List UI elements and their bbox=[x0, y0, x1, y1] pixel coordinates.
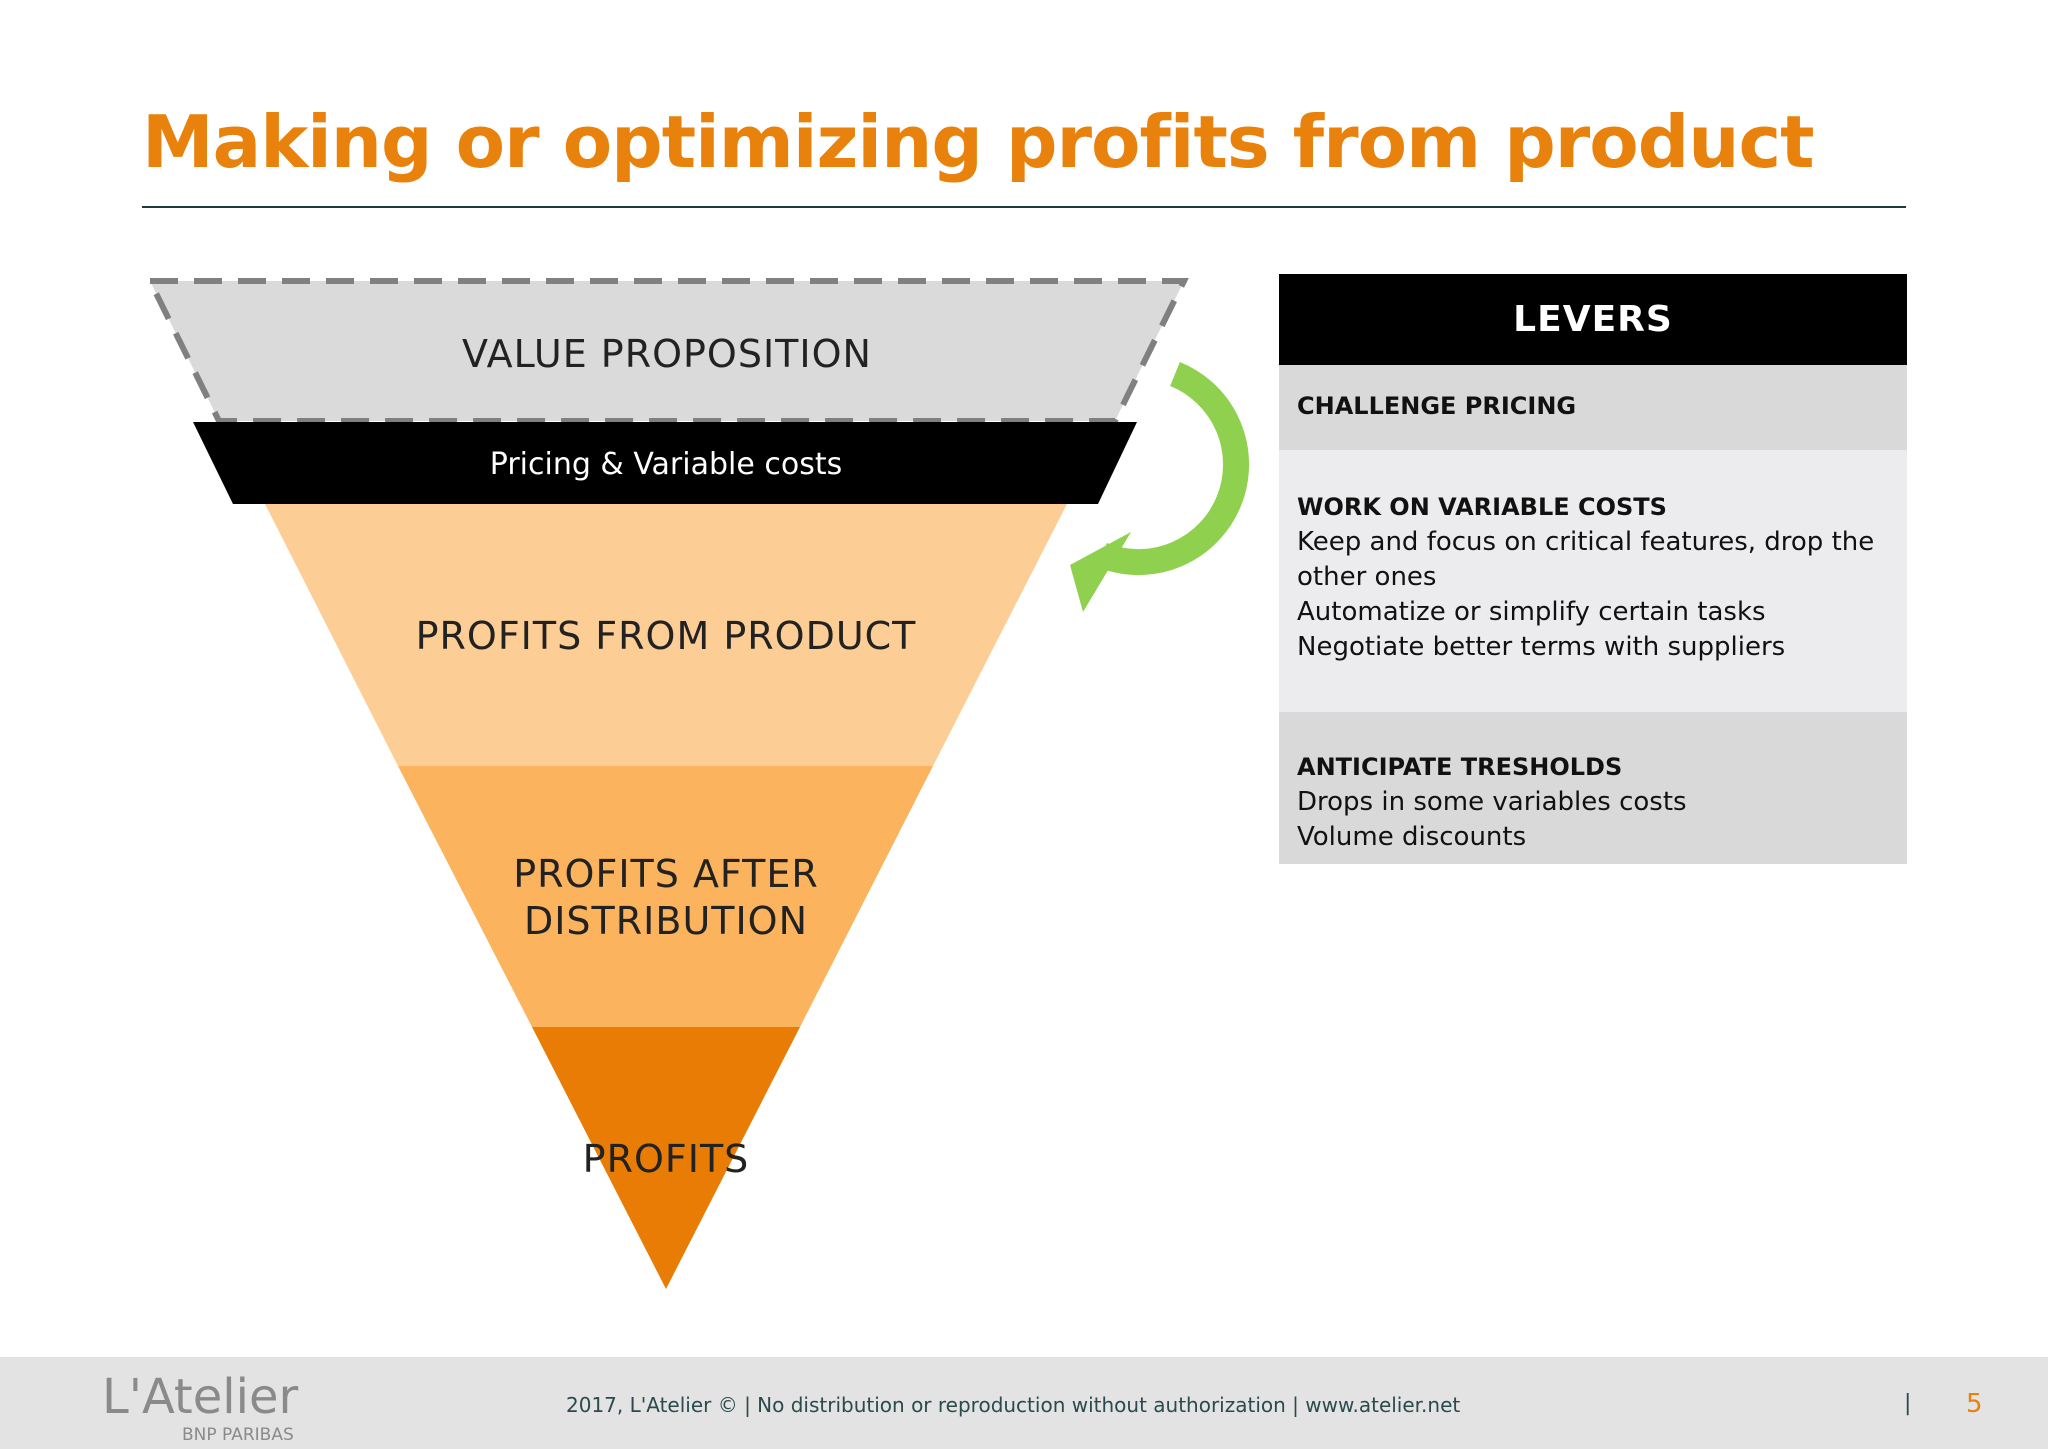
profits-from-product-label: PROFITS FROM PRODUCT bbox=[416, 614, 917, 658]
levers-panel: LEVERS CHALLENGE PRICING WORK ON VARIABL… bbox=[1279, 274, 1907, 864]
levers-header: LEVERS bbox=[1279, 274, 1907, 365]
pricing-label: Pricing & Variable costs bbox=[490, 447, 842, 482]
footer-separator: | bbox=[1904, 1391, 1912, 1416]
title-divider bbox=[142, 206, 1906, 208]
lever-line: Drops in some variables costs bbox=[1297, 787, 1687, 817]
profits-band bbox=[532, 1027, 800, 1289]
lever-line: Automatize or simplify certain tasks bbox=[1297, 597, 1766, 627]
lever-line: Keep and focus on critical features, dro… bbox=[1297, 527, 1875, 557]
atelier-logo: L'Atelier BNP PARIBAS bbox=[102, 1369, 312, 1449]
lever-line: Negotiate better terms with suppliers bbox=[1297, 632, 1786, 662]
lever-variable-costs: WORK ON VARIABLE COSTS Keep and focus on… bbox=[1279, 450, 1907, 712]
value-proposition-band bbox=[145, 278, 1189, 424]
lever-heading: ANTICIPATE TRESHOLDS bbox=[1297, 753, 1623, 781]
profits-after-distribution-label-line2: DISTRIBUTION bbox=[524, 899, 808, 943]
lever-heading: CHALLENGE PRICING bbox=[1297, 392, 1577, 420]
value-proposition-label: VALUE PROPOSITION bbox=[462, 332, 872, 376]
profit-funnel-diagram: VALUE PROPOSITION Pricing & Variable cos… bbox=[145, 278, 1250, 1289]
profits-after-distribution-band bbox=[398, 766, 933, 1027]
feedback-arrow bbox=[1097, 361, 1250, 576]
pricing-band bbox=[193, 422, 1137, 504]
copyright-note: 2017, L'Atelier © | No distribution or r… bbox=[566, 1393, 1461, 1417]
profits-from-product-band bbox=[265, 504, 1067, 766]
feedback-arrow-head bbox=[1070, 532, 1131, 612]
lever-anticipate-thresholds: ANTICIPATE TRESHOLDS Drops in some varia… bbox=[1279, 712, 1907, 864]
logo-wordmark: L'Atelier bbox=[102, 1369, 299, 1425]
page-title: Making or optimizing profits from produc… bbox=[142, 100, 1815, 184]
lever-challenge-pricing: CHALLENGE PRICING bbox=[1279, 365, 1907, 450]
lever-line: Volume discounts bbox=[1297, 822, 1527, 852]
lever-line: other ones bbox=[1297, 562, 1437, 592]
profits-after-distribution-label-line1: PROFITS AFTER bbox=[513, 852, 819, 896]
lever-heading: WORK ON VARIABLE COSTS bbox=[1297, 493, 1667, 521]
footer: L'Atelier BNP PARIBAS 2017, L'Atelier © … bbox=[0, 1357, 2048, 1449]
logo-subtitle: BNP PARIBAS bbox=[182, 1425, 294, 1445]
profits-label: PROFITS bbox=[583, 1137, 750, 1181]
page-number: 5 bbox=[1966, 1389, 1983, 1419]
